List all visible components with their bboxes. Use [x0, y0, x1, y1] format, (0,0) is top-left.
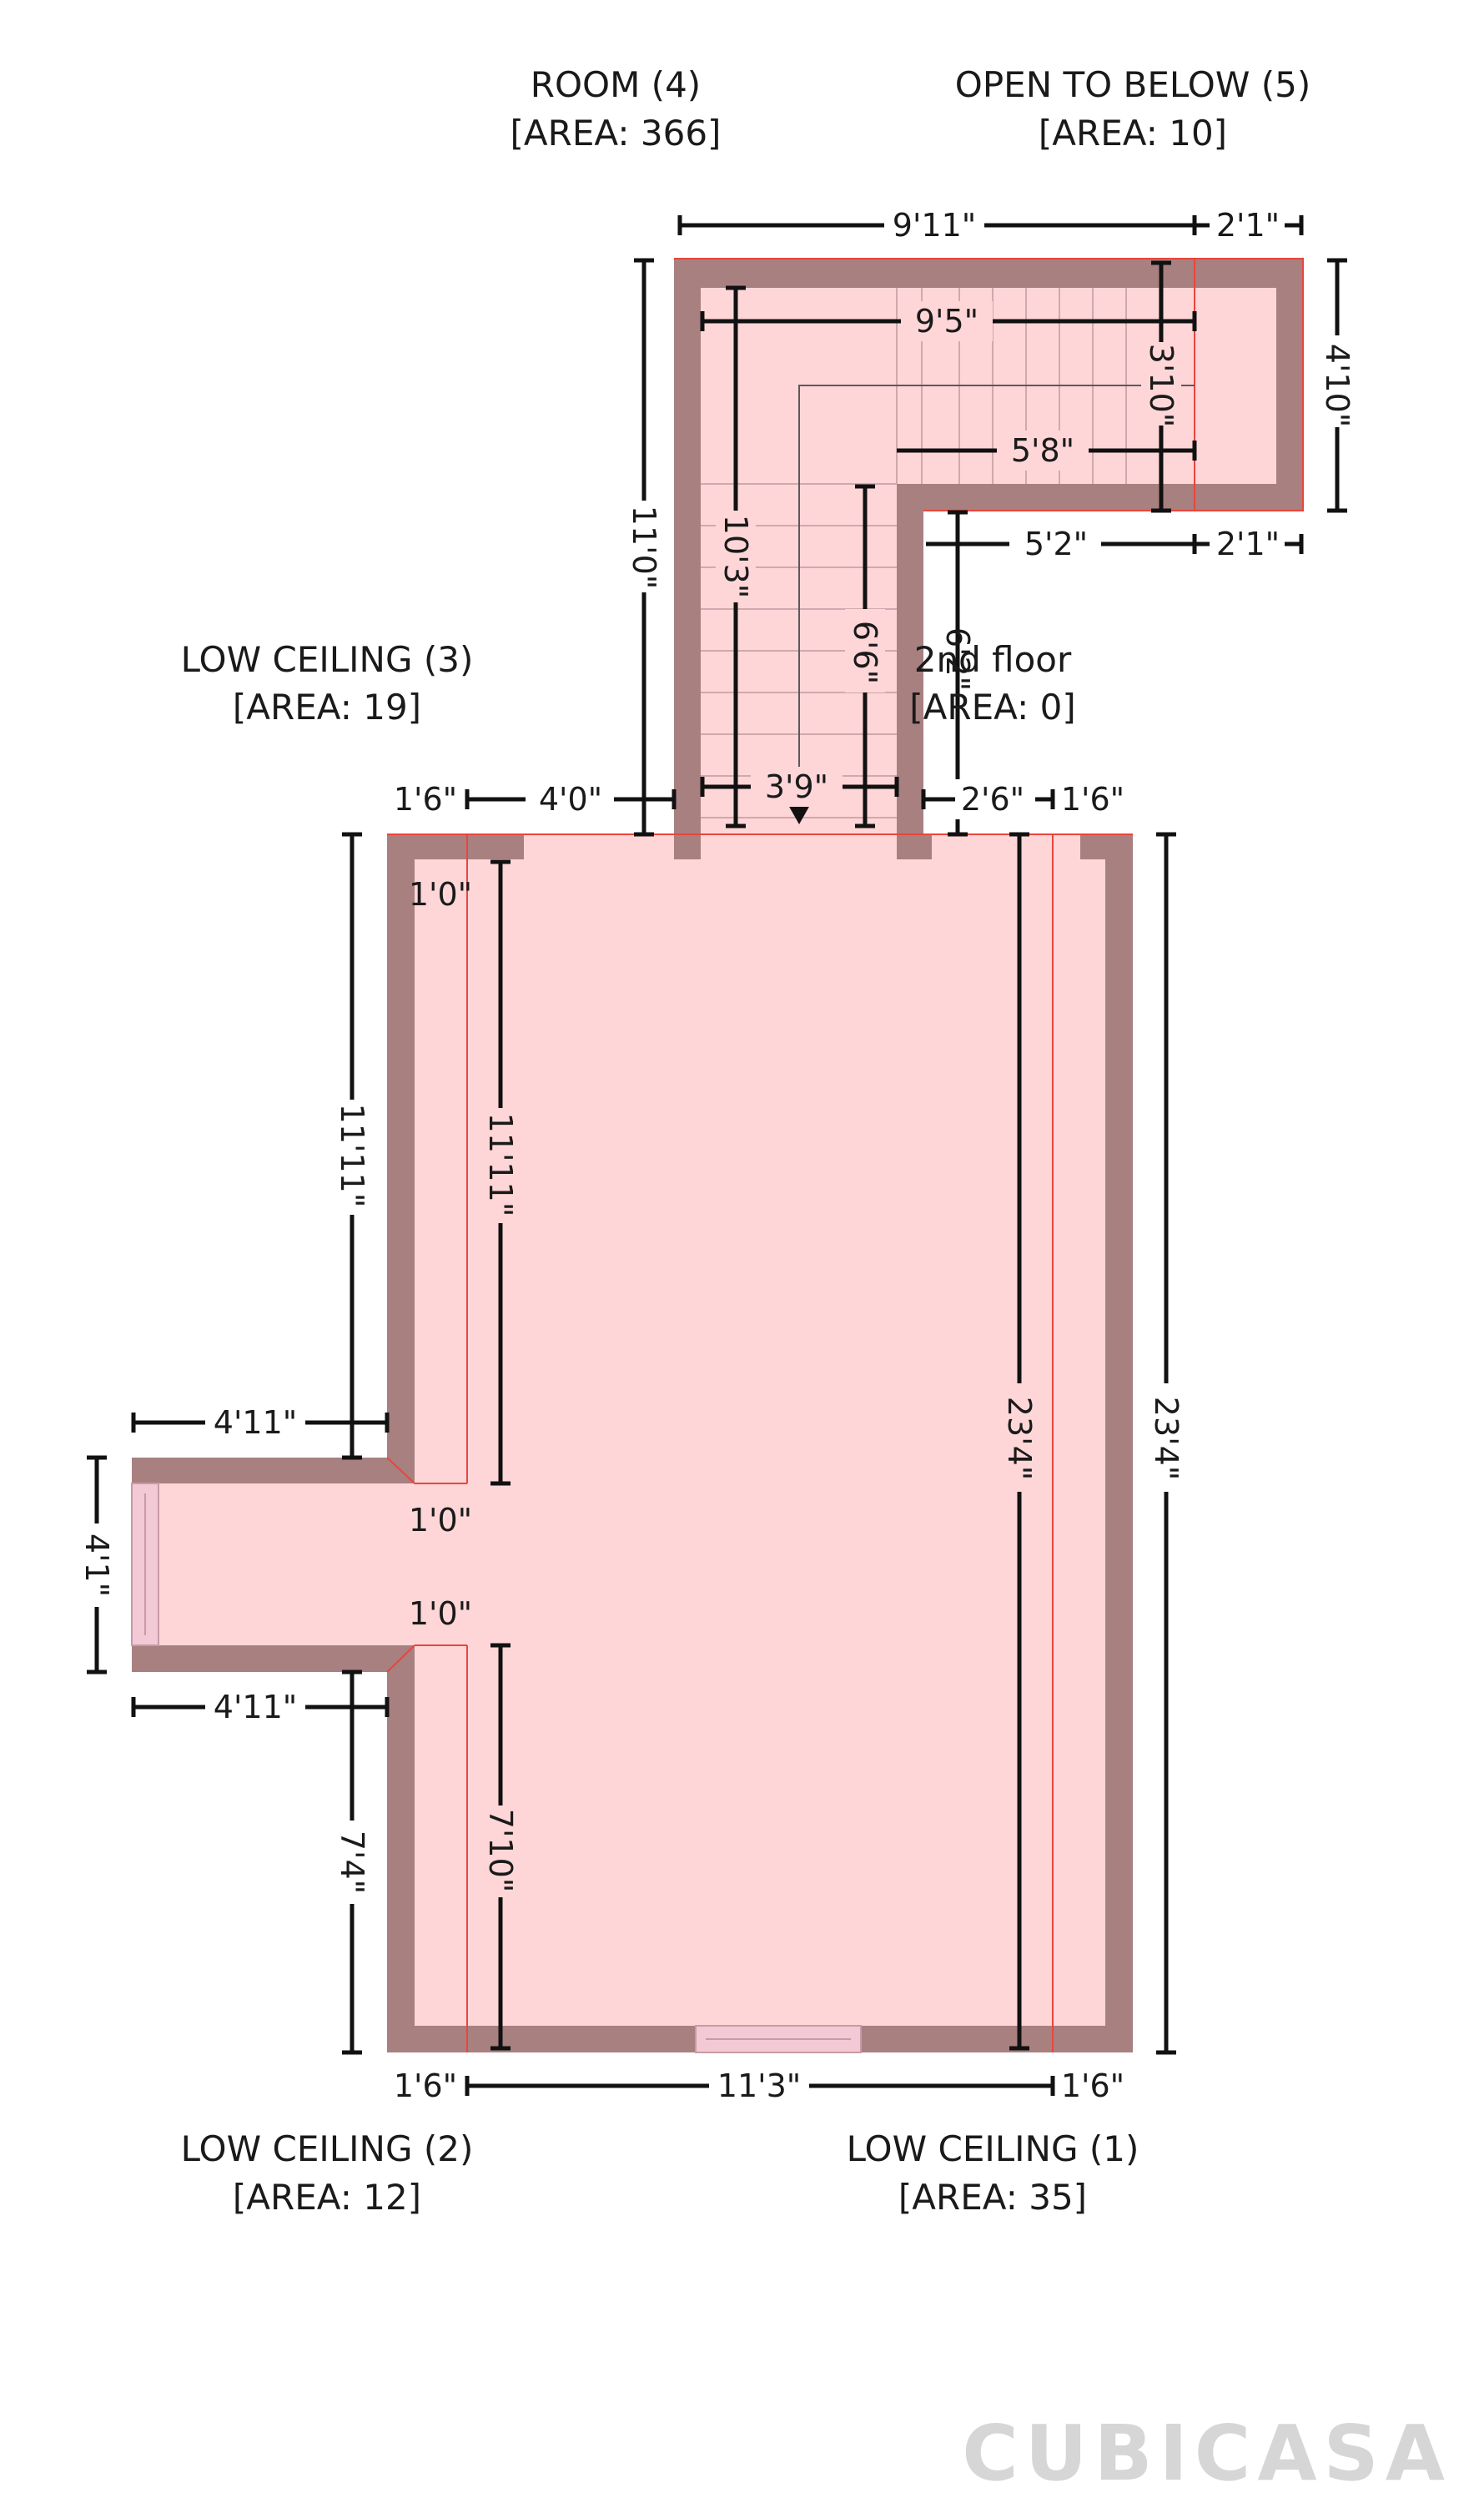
dim-alcove-offset-a: 1'0" — [409, 1502, 472, 1539]
dim-entry-width: 4'0" — [539, 781, 602, 818]
area-boundaries — [386, 258, 1304, 2052]
window-bottom — [695, 2025, 862, 2053]
low-ceiling-3-name: LOW CEILING (3) — [181, 639, 474, 680]
dim-left-upper-outer: 11'11" — [334, 1104, 370, 1208]
stair-direction-line — [798, 385, 1195, 808]
dim-notch-right: 2'1" — [1216, 526, 1280, 562]
room-4-name: ROOM (4) — [531, 64, 701, 105]
dim-left-upper-inner: 11'11" — [482, 1113, 519, 1217]
wall-opening-stair — [701, 833, 897, 861]
stair-arrow-icon — [788, 805, 810, 824]
dim-stair-inner-height: 10'3" — [717, 515, 754, 598]
room-4-area: [AREA: 366] — [511, 113, 722, 154]
wall-opening-right — [932, 834, 1080, 861]
dim-top-right: 2'1" — [1216, 207, 1280, 244]
dim-stair-small: 6'2" — [939, 627, 976, 691]
dim-entry-right-a: 2'6" — [961, 781, 1024, 818]
dim-alcove-bottom: 4'11" — [214, 1689, 297, 1725]
second-floor-area: [AREA: 0] — [909, 687, 1075, 728]
low-ceiling-1-name: LOW CEILING (1) — [847, 2128, 1139, 2169]
wall-opening-left — [524, 834, 674, 861]
dim-bottom-left: 1'6" — [394, 2067, 457, 2104]
dim-stair-run: 6'6" — [847, 621, 883, 684]
low-ceiling-2-area: [AREA: 12] — [233, 2177, 421, 2218]
dim-alcove-height: 4'1" — [78, 1534, 115, 1597]
dim-right-height: 4'10" — [1319, 344, 1356, 427]
dim-entry-right-b: 1'6" — [1061, 781, 1124, 818]
window-alcove — [131, 1483, 159, 1646]
dimension-labels: 9'11" 2'1" 9'5" 4'10" 3'10" 5'8" 5'2" 2'… — [77, 205, 1357, 2106]
low-ceiling-3-area: [AREA: 19] — [233, 687, 421, 728]
dim-inner-offset-top: 1'0" — [409, 876, 472, 913]
dim-inner-height: 3'10" — [1143, 344, 1180, 427]
dim-alcove-top: 4'11" — [214, 1404, 297, 1441]
dim-inner-right-height: 23'4" — [1001, 1397, 1038, 1480]
open-to-below-area: [AREA: 10] — [1039, 113, 1227, 154]
dim-stair-width: 3'9" — [765, 768, 828, 805]
dim-stair-outer-height: 11'0" — [626, 506, 662, 589]
dim-notch-width: 5'2" — [1024, 526, 1088, 562]
open-to-below-name: OPEN TO BELOW (5) — [955, 64, 1310, 105]
dim-alcove-offset-b: 1'0" — [409, 1595, 472, 1632]
dim-landing-width: 5'8" — [1011, 432, 1074, 469]
dim-outer-right-height: 23'4" — [1148, 1397, 1185, 1480]
dim-inner-top: 9'5" — [915, 303, 978, 340]
dim-top-width: 9'11" — [893, 207, 976, 244]
cubicasa-logo: CUBICASA — [962, 2409, 1451, 2498]
second-floor-name: 2nd floor — [914, 639, 1072, 680]
dim-bottom-right: 1'6" — [1061, 2067, 1124, 2104]
low-ceiling-1-area: [AREA: 35] — [898, 2177, 1087, 2218]
dim-left-lower-outer: 7'4" — [334, 1831, 370, 1894]
dim-bottom-width: 11'3" — [717, 2067, 801, 2104]
floor-area — [158, 288, 1276, 2026]
low-ceiling-2-name: LOW CEILING (2) — [181, 2128, 474, 2169]
dim-left-lower-inner: 7'10" — [482, 1809, 519, 1892]
room-labels: ROOM (4) [AREA: 366] OPEN TO BELOW (5) [… — [181, 64, 1311, 2218]
dim-entry-left: 1'6" — [394, 781, 457, 818]
